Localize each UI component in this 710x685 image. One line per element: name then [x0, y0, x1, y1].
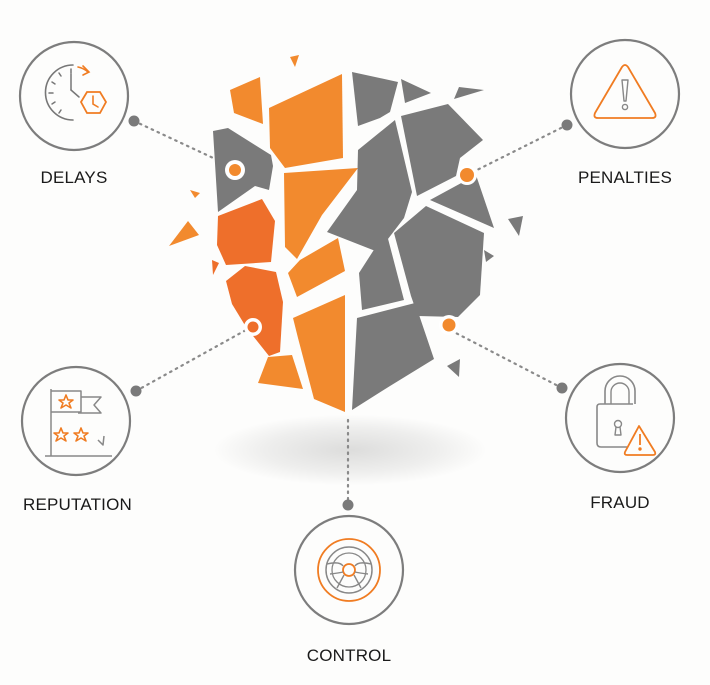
node-delays — [18, 40, 130, 152]
clock-delay-icon — [44, 64, 108, 121]
node-ring — [20, 365, 132, 477]
node-ring — [18, 40, 130, 152]
connector-reputation — [134, 328, 248, 393]
node-ring — [293, 514, 405, 626]
shield-shard-fragment — [454, 87, 484, 99]
endpoint-dot-penalties — [561, 119, 573, 131]
shield-shard — [352, 72, 398, 126]
shield-shard — [269, 74, 343, 168]
warning-triangle-icon — [593, 64, 657, 119]
padlock-warning-icon — [596, 375, 657, 456]
connector-lines — [132, 119, 569, 506]
connector-fraud — [450, 329, 564, 390]
node-reputation — [20, 365, 132, 477]
node-control — [293, 514, 405, 626]
shield-shard-fragment — [212, 260, 219, 275]
shield-shard — [401, 104, 483, 196]
shield-shard — [226, 266, 283, 356]
node-ring — [564, 362, 676, 474]
shield-shard-fragment — [484, 250, 494, 262]
node-fraud — [564, 362, 676, 474]
connector-penalties — [475, 123, 569, 172]
shield-shard — [352, 303, 434, 410]
label-fraud: FRAUD — [590, 493, 650, 512]
steering-wheel-icon — [317, 538, 381, 602]
shield-shard — [288, 238, 345, 297]
shield-shadow — [215, 415, 485, 485]
label-reputation: REPUTATION — [22, 495, 133, 514]
shield-shard — [359, 231, 404, 310]
shield-accent-nodes — [225, 160, 477, 336]
endpoint-dot-control — [342, 499, 354, 511]
endpoint-dot-reputation — [130, 385, 142, 397]
shield-shard-fragment — [230, 77, 263, 124]
node-ring — [569, 38, 681, 150]
shield-shard-fragment — [401, 79, 431, 103]
label-penalties: PENALTIES — [577, 168, 673, 187]
shield-shard — [394, 206, 484, 317]
endpoint-dot-delays — [128, 115, 140, 127]
label-control: CONTROL — [306, 646, 392, 665]
shield-shard — [284, 168, 358, 259]
endpoint-dot-fraud — [556, 382, 568, 394]
flag-stars-rating-icon — [45, 389, 112, 457]
shield-shard — [327, 120, 412, 252]
shield-shard-fragment — [169, 221, 199, 246]
shield-shard — [430, 175, 494, 228]
connector-delays — [132, 119, 228, 166]
connector-endpoints — [128, 115, 573, 511]
node-penalties — [569, 38, 681, 150]
label-delays: DELAYS — [40, 168, 108, 187]
shield-shard-fragment — [447, 359, 460, 377]
shield-shard — [293, 295, 345, 412]
shattered-shield — [169, 55, 523, 412]
shield-shard — [258, 355, 303, 389]
shield-shard-fragment — [508, 216, 523, 236]
shield-shard — [217, 199, 275, 265]
shield-shard-fragment — [290, 55, 299, 67]
shield-shard-fragment — [190, 190, 200, 198]
